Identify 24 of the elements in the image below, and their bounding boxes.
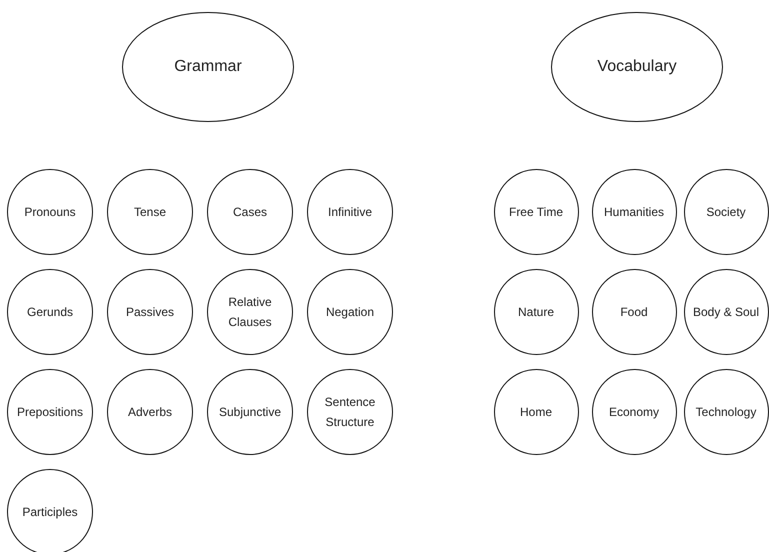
node-label: Free Time	[508, 204, 564, 221]
node-label: Adverbs	[126, 404, 174, 421]
node-label: Prepositions	[16, 404, 84, 421]
node-label: Passives	[124, 304, 176, 321]
node-label: Body & Soul	[692, 304, 760, 321]
node-label: Home	[518, 404, 553, 421]
node-label: Negation	[324, 304, 376, 321]
node-label: Technology	[694, 404, 758, 421]
node-label: Tense	[132, 204, 168, 221]
node-label: Subjunctive	[218, 404, 282, 421]
node-label: Vocabulary	[596, 57, 678, 77]
node-label: Economy	[608, 404, 660, 421]
node-label: Relative Clauses	[227, 294, 273, 331]
node-label: Society	[705, 204, 747, 221]
node-label: Cases	[232, 204, 268, 221]
node-label: Nature	[516, 304, 556, 321]
node-label: Gerunds	[26, 304, 74, 321]
node-label: Humanities	[602, 204, 666, 221]
node-label: Sentence Structure	[324, 394, 376, 431]
node-label: Infinitive	[326, 204, 374, 221]
node-label: Grammar	[173, 57, 243, 77]
node-label: Participles	[21, 504, 79, 521]
node-label: Food	[619, 304, 649, 321]
node-label: Pronouns	[23, 204, 77, 221]
